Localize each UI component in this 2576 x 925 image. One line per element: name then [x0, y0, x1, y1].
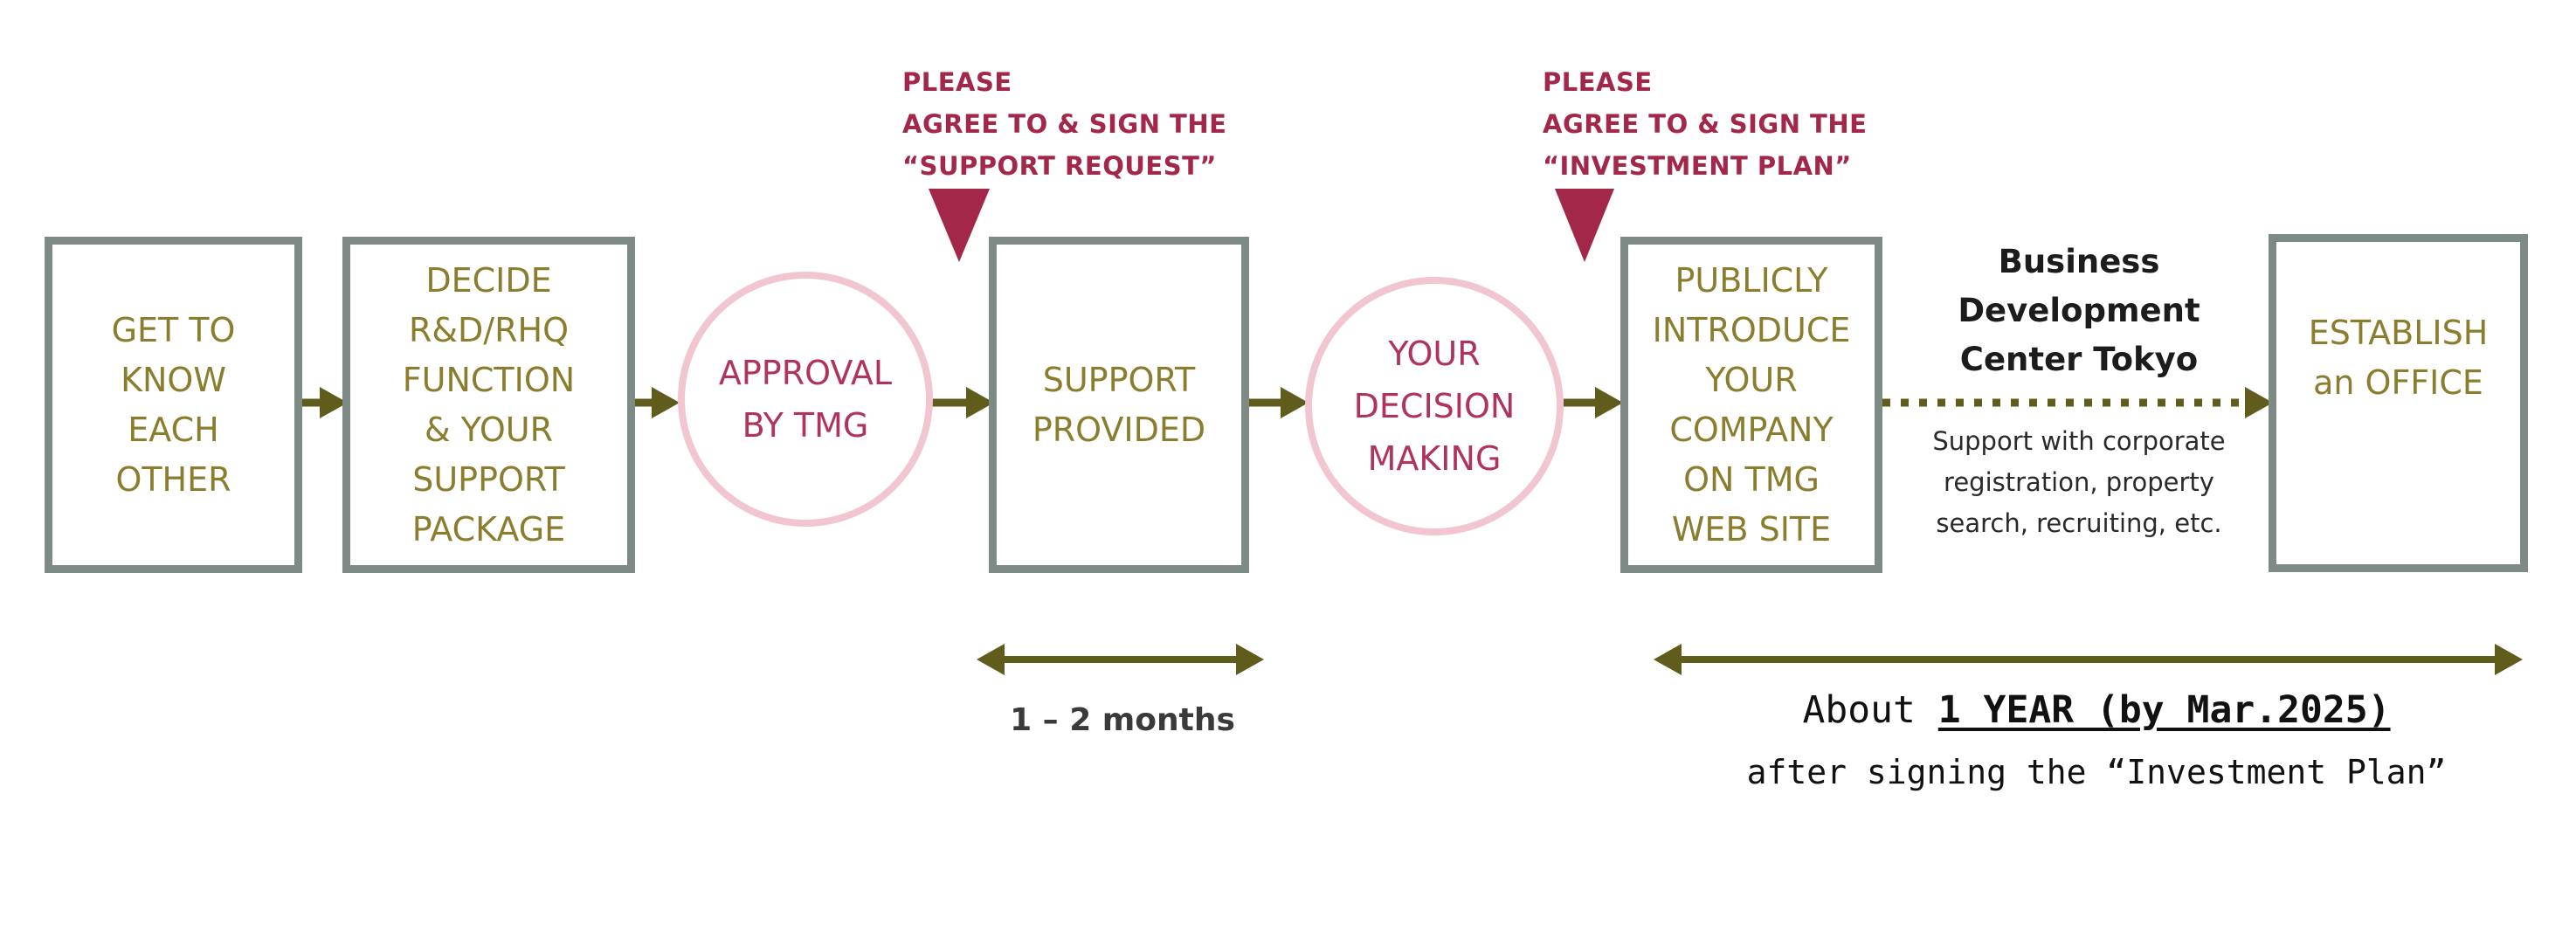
arrow-1-2 — [301, 387, 348, 418]
step-publicly-introduce-line: ON TMG — [1683, 459, 1820, 499]
callout-line: “SUPPORT REQUEST” — [902, 151, 1217, 181]
business-center-title-line: Center Tokyo — [1959, 341, 2199, 378]
business-center-description-line: registration, property — [1944, 467, 2214, 497]
step-decision-line: MAKING — [1367, 439, 1502, 478]
business-center-description: Support with corporate registration, pro… — [1887, 421, 2271, 544]
one-year-duration-label: About 1 YEAR (by Mar.2025) — [1660, 688, 2533, 732]
duration-emphasis: 1 YEAR (by Mar.2025) — [1937, 688, 2391, 732]
callout-marker-investment-plan — [1555, 189, 1614, 262]
connector-arrows — [301, 387, 2273, 418]
step-establish-office: ESTABLISH an OFFICE — [2269, 234, 2528, 572]
duration-prefix: About — [1802, 688, 1938, 732]
step-support-provided-line: SUPPORT — [1042, 360, 1196, 399]
callout-support-request: PLEASE AGREE TO & SIGN THE “SUPPORT REQU… — [902, 61, 1226, 187]
business-center-description-line: Support with corporate — [1932, 426, 2226, 456]
callout-line: PLEASE — [1543, 67, 1653, 97]
step-decide-function: DECIDE R&D/RHQ FUNCTION & YOUR SUPPORT P… — [342, 237, 635, 573]
step-get-to-know-line: EACH — [128, 410, 219, 449]
step-establish-line: an OFFICE — [2313, 363, 2483, 402]
dotted-arrow-6-7 — [1882, 387, 2273, 418]
step-approval-line: BY TMG — [742, 406, 869, 445]
step-get-to-know-line: GET TO — [111, 310, 236, 349]
step-establish-line: ESTABLISH — [2308, 314, 2489, 352]
arrow-2-3 — [633, 387, 680, 418]
step-decide-line: SUPPORT — [412, 459, 565, 499]
duration-arrow-one-year — [1654, 644, 2523, 675]
duration-arrow-support — [977, 644, 1264, 675]
step-publicly-introduce-line: YOUR — [1705, 360, 1798, 399]
step-publicly-introduce: PUBLICLY INTRODUCE YOUR COMPANY ON TMG W… — [1620, 237, 1882, 573]
step-get-to-know-line: OTHER — [115, 459, 231, 499]
step-approval-by-tmg: APPROVAL BY TMG — [678, 272, 933, 527]
callout-marker-support-request — [929, 189, 990, 262]
step-get-to-know-line: KNOW — [121, 360, 226, 399]
step-decision-line: DECISION — [1353, 387, 1516, 425]
step-decision-line: YOUR — [1388, 335, 1481, 373]
callout-investment-plan: PLEASE AGREE TO & SIGN THE “INVESTMENT P… — [1543, 61, 1867, 187]
step-decide-line: PACKAGE — [411, 509, 566, 549]
business-center-title-line: Development — [1958, 292, 2200, 329]
step-support-provided: SUPPORT PROVIDED — [989, 237, 1249, 573]
step-decide-line: R&D/RHQ — [409, 310, 569, 349]
step-publicly-introduce-line: INTRODUCE — [1652, 310, 1851, 349]
business-center-title: Business Development Center Tokyo — [1913, 238, 2245, 384]
step-approval-line: APPROVAL — [718, 354, 893, 392]
arrow-5-6 — [1564, 387, 1623, 418]
step-get-to-know: GET TO KNOW EACH OTHER — [45, 237, 302, 573]
step-decide-line: & YOUR — [425, 410, 553, 449]
callout-line: “INVESTMENT PLAN” — [1543, 151, 1852, 181]
step-decide-line: FUNCTION — [402, 360, 576, 399]
business-center-description-line: search, recruiting, etc. — [1936, 508, 2222, 538]
step-your-decision-making: YOUR DECISION MAKING — [1305, 277, 1564, 535]
arrow-3-4 — [931, 387, 994, 418]
after-signing-note: after signing the “Investment Plan” — [1746, 753, 2447, 791]
support-period-label: 1 – 2 months — [1010, 702, 1235, 738]
arrow-4-5 — [1249, 387, 1309, 418]
step-publicly-introduce-line: COMPANY — [1669, 410, 1834, 449]
step-support-provided-line: PROVIDED — [1032, 410, 1206, 449]
step-publicly-introduce-line: PUBLICLY — [1675, 260, 1828, 300]
business-center-title-line: Business — [1998, 243, 2160, 280]
callout-line: AGREE TO & SIGN THE — [902, 109, 1227, 139]
step-decide-line: DECIDE — [425, 260, 552, 300]
callout-line: AGREE TO & SIGN THE — [1543, 109, 1868, 139]
callout-line: PLEASE — [902, 67, 1012, 97]
step-publicly-introduce-line: WEB SITE — [1671, 509, 1832, 549]
